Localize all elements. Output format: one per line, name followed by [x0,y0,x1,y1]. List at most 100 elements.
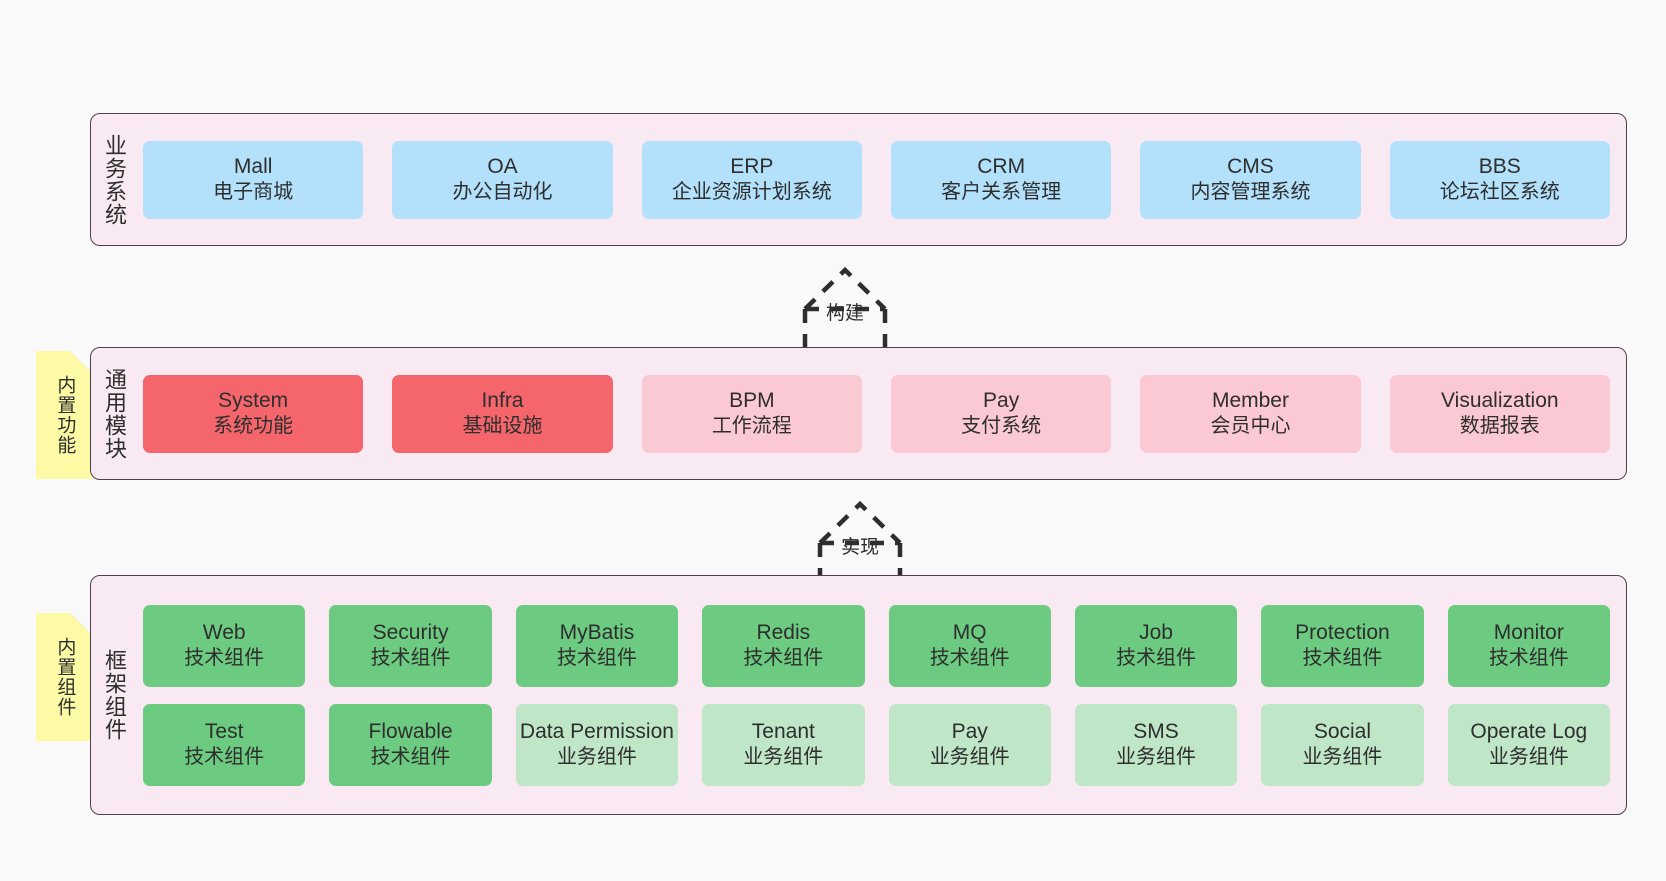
arrow-implement-label: 实现 [840,537,880,558]
node-title: Flowable [368,720,453,744]
node-data-permission[interactable]: Data Permission 业务组件 [515,703,679,786]
node-tenant[interactable]: Tenant 业务组件 [702,703,865,786]
layer-body-business-system: Mall 电子商城 OA 办公自动化 ERP 企业资源计划系统 CRM 客户关系… [137,114,1626,245]
node-subtitle: 业务组件 [743,746,824,769]
node-subtitle: 基础设施 [462,415,543,438]
node-title: MQ [952,621,987,645]
node-subtitle: 业务组件 [1116,746,1197,769]
layer-title-common-module: 通用模块 [101,367,127,460]
node-title: Monitor [1493,621,1564,645]
node-title: Web [202,621,246,645]
node-row: System 系统功能 Infra 基础设施 BPM 工作流程 Pay 支付系统… [143,374,1610,453]
note-builtin-function: 内置功能 [36,351,92,479]
node-subtitle: 系统功能 [213,415,294,438]
node-mybatis[interactable]: MyBatis 技术组件 [515,604,679,687]
node-title: Tenant [751,720,815,744]
node-protection[interactable]: Protection 技术组件 [1261,604,1424,687]
node-subtitle: 技术组件 [556,647,637,670]
node-title: Member [1211,389,1289,413]
node-subtitle: 技术组件 [184,647,265,670]
node-row: Mall 电子商城 OA 办公自动化 ERP 企业资源计划系统 CRM 客户关系… [143,140,1610,219]
node-bbs[interactable]: BBS 论坛社区系统 [1389,140,1610,219]
node-cms[interactable]: CMS 内容管理系统 [1140,140,1361,219]
node-title: Test [204,720,244,744]
arrow-build-label: 构建 [825,303,865,324]
node-subtitle: 技术组件 [929,647,1010,670]
node-mall[interactable]: Mall 电子商城 [143,140,364,219]
node-subtitle: 支付系统 [961,415,1042,438]
node-job[interactable]: Job 技术组件 [1074,604,1238,687]
folded-corner-icon [70,613,92,635]
node-subtitle: 内容管理系统 [1190,181,1311,204]
node-bpm[interactable]: BPM 工作流程 [641,374,862,453]
node-title: Security [372,621,449,645]
node-oa[interactable]: OA 办公自动化 [392,140,613,219]
node-web[interactable]: Web 技术组件 [143,604,306,687]
node-title: Operate Log [1470,720,1588,744]
node-title: Data Permission [519,720,674,744]
note-builtin-component: 内置组件 [36,613,92,741]
layer-framework-component: 框架组件 Web 技术组件 Security 技术组件 MyBatis 技术组件… [90,575,1627,815]
note-label: 内置组件 [54,637,76,717]
node-subtitle: 技术组件 [370,647,451,670]
node-subtitle: 客户关系管理 [941,181,1062,204]
node-subtitle: 技术组件 [1302,647,1383,670]
layer-title-business-system: 业务系统 [101,133,127,226]
node-title: Pay [951,720,988,744]
node-redis[interactable]: Redis 技术组件 [702,604,865,687]
node-title: SMS [1133,720,1179,744]
node-security[interactable]: Security 技术组件 [329,604,492,687]
node-row: Web 技术组件 Security 技术组件 MyBatis 技术组件 Redi… [143,604,1610,687]
node-pay-component[interactable]: Pay 业务组件 [888,703,1051,786]
node-visualization[interactable]: Visualization 数据报表 [1389,374,1610,453]
layer-common-module: 通用模块 System 系统功能 Infra 基础设施 BPM 工作流程 Pay… [90,347,1627,480]
node-system[interactable]: System 系统功能 [143,374,364,453]
node-subtitle: 企业资源计划系统 [671,181,832,204]
node-subtitle: 数据报表 [1459,415,1540,438]
node-crm[interactable]: CRM 客户关系管理 [890,140,1112,219]
node-title: Visualization [1441,389,1559,413]
node-subtitle: 会员中心 [1210,415,1291,438]
node-monitor[interactable]: Monitor 技术组件 [1447,604,1610,687]
note-label: 内置功能 [54,375,76,455]
node-subtitle: 论坛社区系统 [1439,181,1560,204]
node-title: Mall [233,155,273,179]
node-title: System [218,389,289,413]
node-erp[interactable]: ERP 企业资源计划系统 [641,140,862,219]
node-infra[interactable]: Infra 基础设施 [392,374,613,453]
layer-body-common-module: System 系统功能 Infra 基础设施 BPM 工作流程 Pay 支付系统… [137,348,1626,479]
node-title: CMS [1227,155,1274,179]
node-member[interactable]: Member 会员中心 [1140,374,1361,453]
node-subtitle: 工作流程 [711,415,792,438]
node-subtitle: 技术组件 [1116,647,1197,670]
node-title: BPM [729,389,775,413]
node-sms[interactable]: SMS 业务组件 [1074,703,1238,786]
node-subtitle: 电子商城 [213,181,294,204]
node-subtitle: 技术组件 [370,746,451,769]
node-subtitle: 业务组件 [1302,746,1383,769]
node-subtitle: 业务组件 [556,746,637,769]
node-subtitle: 办公自动化 [452,181,553,204]
node-title: Infra [481,389,524,413]
node-row: Test 技术组件 Flowable 技术组件 Data Permission … [143,703,1610,786]
node-test[interactable]: Test 技术组件 [143,703,306,786]
node-title: Protection [1295,621,1390,645]
arrow-build: 构建 [760,262,930,354]
layer-title-framework-component: 框架组件 [101,649,127,741]
node-title: MyBatis [559,621,635,645]
node-flowable[interactable]: Flowable 技术组件 [329,703,492,786]
node-title: ERP [730,155,774,179]
folded-corner-icon [70,351,92,373]
layer-business-system: 业务系统 Mall 电子商城 OA 办公自动化 ERP 企业资源计划系统 CRM… [90,113,1627,246]
node-title: Job [1139,621,1173,645]
node-operate-log[interactable]: Operate Log 业务组件 [1447,703,1610,786]
node-social[interactable]: Social 业务组件 [1261,703,1424,786]
node-title: Pay [983,389,1020,413]
node-subtitle: 技术组件 [1488,647,1569,670]
node-mq[interactable]: MQ 技术组件 [888,604,1051,687]
node-title: OA [487,155,518,179]
node-subtitle: 业务组件 [1488,746,1569,769]
node-title: Redis [756,621,811,645]
node-pay-module[interactable]: Pay 支付系统 [890,374,1112,453]
